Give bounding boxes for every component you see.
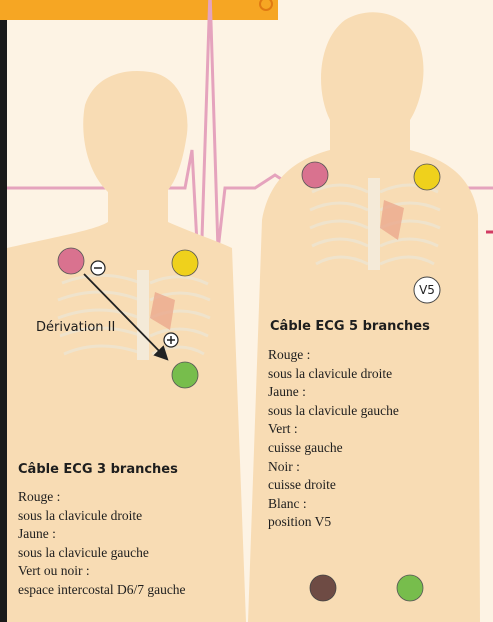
legend-5-line: Rouge :	[268, 346, 399, 365]
left-electrode-green	[172, 362, 198, 388]
legend-5-line: sous la clavicule droite	[268, 365, 399, 384]
right-electrode-yellow	[414, 164, 440, 190]
legend-5-line: Noir :	[268, 458, 399, 477]
v5-label: V5	[414, 283, 440, 297]
legend-3-line: sous la clavicule droite	[18, 507, 186, 526]
left-electrode-red	[58, 248, 84, 274]
legend-3-leads-title: Câble ECG 3 branches	[18, 462, 178, 477]
legend-3-line: Vert ou noir :	[18, 562, 186, 581]
legend-3-line: Jaune :	[18, 525, 186, 544]
legend-5-line: cuisse gauche	[268, 439, 399, 458]
right-electrode-red	[302, 162, 328, 188]
left-electrode-yellow	[172, 250, 198, 276]
legend-5-line: position V5	[268, 513, 399, 532]
legend-5-line: cuisse droite	[268, 476, 399, 495]
lead-ii-label: Dérivation II	[36, 320, 115, 335]
legend-5-leads: Rouge : sous la clavicule droite Jaune :…	[268, 346, 399, 532]
legend-3-leads: Rouge : sous la clavicule droite Jaune :…	[18, 488, 186, 600]
legend-5-line: Vert :	[268, 420, 399, 439]
legend-5-leads-title: Câble ECG 5 branches	[270, 319, 430, 334]
legend-3-line: Rouge :	[18, 488, 186, 507]
legend-5-line: sous la clavicule gauche	[268, 402, 399, 421]
legend-3-line: sous la clavicule gauche	[18, 544, 186, 563]
top-orange-bar	[0, 0, 278, 20]
legend-3-line: espace intercostal D6/7 gauche	[18, 581, 186, 600]
legend-5-line: Blanc :	[268, 495, 399, 514]
right-electrode-green	[397, 575, 423, 601]
legend-5-line: Jaune :	[268, 383, 399, 402]
right-electrode-black	[310, 575, 336, 601]
left-dark-border	[0, 20, 7, 622]
